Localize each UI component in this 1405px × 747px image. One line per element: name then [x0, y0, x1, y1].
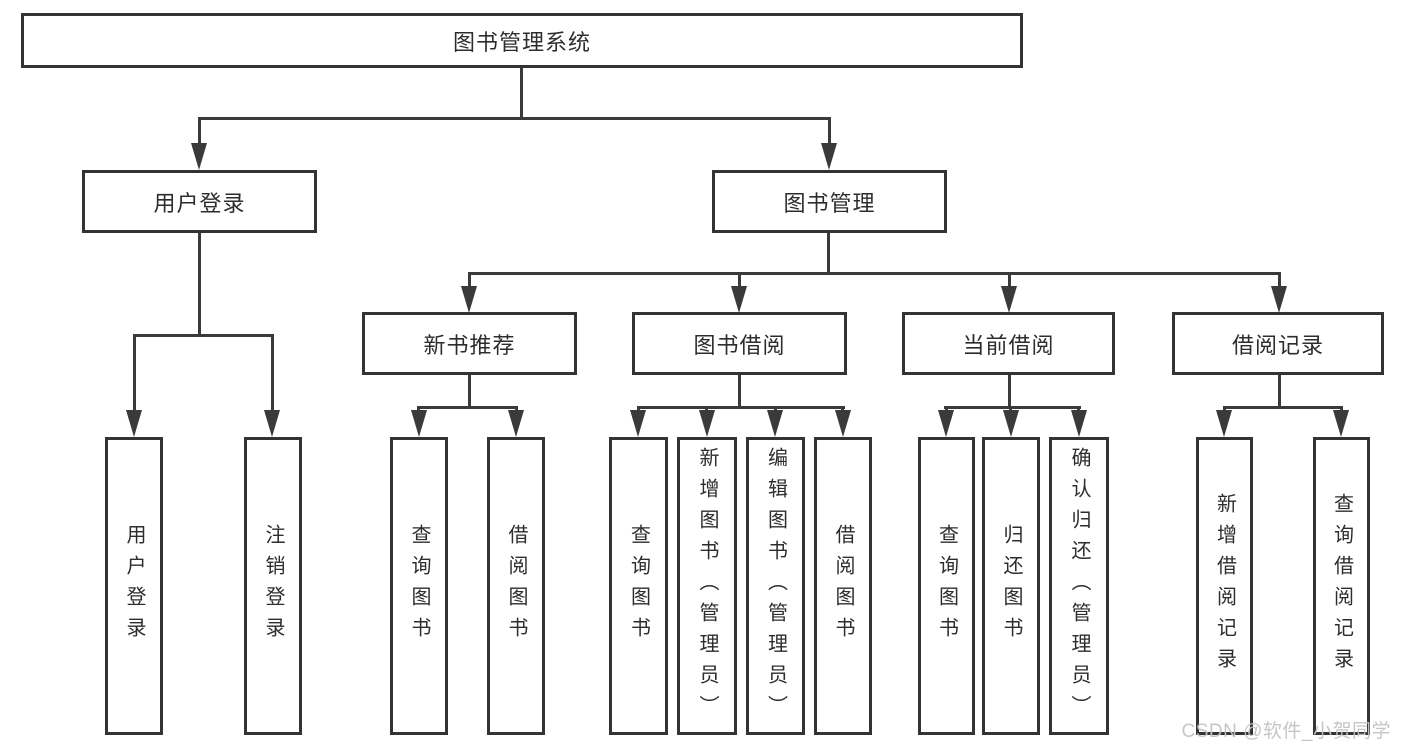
- node-label: 查询图书: [935, 524, 958, 648]
- node-label: 查询图书: [627, 524, 650, 648]
- arrowhead-icon: [508, 410, 524, 437]
- connector-line: [1008, 272, 1011, 290]
- connector-line: [1008, 375, 1011, 408]
- connector-line: [468, 272, 471, 290]
- connector-line: [1278, 272, 1281, 290]
- connector-line: [198, 233, 201, 336]
- connector-line: [828, 117, 831, 147]
- arrowhead-icon: [630, 410, 646, 437]
- node-label: 归还图书: [1000, 524, 1022, 648]
- arrowhead-icon: [411, 410, 427, 437]
- connector-line: [271, 334, 274, 414]
- node-label: 编辑图书（管理员）: [764, 446, 787, 726]
- node-borrowing-records: 借阅记录: [1172, 312, 1384, 375]
- arrowhead-icon: [126, 410, 142, 437]
- arrowhead-icon: [1071, 410, 1087, 437]
- node-confirm-return-admin: 确认归还（管理员）: [1049, 437, 1109, 735]
- connector-line: [468, 272, 1281, 275]
- arrowhead-icon: [461, 286, 477, 313]
- node-label: 借阅记录: [1231, 332, 1324, 358]
- node-label: 用户登录: [123, 524, 145, 648]
- connector-line: [637, 406, 845, 409]
- node-label: 注销登录: [262, 524, 284, 648]
- node-library-management-system: 图书管理系统: [21, 13, 1023, 68]
- arrowhead-icon: [821, 143, 837, 170]
- arrowhead-icon: [767, 410, 783, 437]
- arrowhead-icon: [1001, 286, 1017, 313]
- node-user-login-leaf: 用户登录: [105, 437, 163, 735]
- node-label: 借阅图书: [505, 524, 527, 648]
- connector-line: [1278, 375, 1281, 408]
- connector-line: [198, 117, 831, 120]
- node-label: 图书管理系统: [452, 29, 591, 55]
- arrowhead-icon: [699, 410, 715, 437]
- node-label: 借阅图书: [832, 524, 854, 648]
- node-current-borrowing: 当前借阅: [902, 312, 1115, 375]
- arrowhead-icon: [835, 410, 851, 437]
- arrowhead-icon: [1216, 410, 1232, 437]
- node-label: 当前借阅: [962, 332, 1055, 358]
- connector-line: [827, 233, 830, 274]
- node-query-book-under-current: 查询图书: [918, 437, 975, 735]
- connector-line: [468, 375, 471, 408]
- connector-line: [1223, 406, 1343, 409]
- node-query-borrow-record: 查询借阅记录: [1313, 437, 1370, 735]
- node-borrow-book-under-borrowing: 借阅图书: [814, 437, 872, 735]
- node-add-borrow-record: 新增借阅记录: [1196, 437, 1253, 735]
- arrowhead-icon: [1271, 286, 1287, 313]
- arrowhead-icon: [1003, 410, 1019, 437]
- arrowhead-icon: [1333, 410, 1349, 437]
- node-add-book-admin: 新增图书（管理员）: [677, 437, 737, 735]
- node-label: 用户登录: [153, 190, 246, 216]
- node-logout: 注销登录: [244, 437, 302, 735]
- node-query-book-under-recommend: 查询图书: [390, 437, 448, 735]
- node-label: 查询借阅记录: [1330, 493, 1353, 679]
- csdn-watermark: CSDN @软件_小贺同学: [1181, 721, 1391, 742]
- connector-line: [198, 117, 201, 147]
- node-return-book: 归还图书: [982, 437, 1040, 735]
- connector-line: [133, 334, 136, 414]
- connector-line: [133, 334, 274, 337]
- node-label: 新增图书（管理员）: [696, 446, 718, 726]
- arrowhead-icon: [264, 410, 280, 437]
- node-borrow-book-under-recommend: 借阅图书: [487, 437, 545, 735]
- node-edit-book-admin: 编辑图书（管理员）: [746, 437, 805, 735]
- node-label: 图书借阅: [693, 332, 786, 358]
- connector-line: [417, 406, 518, 409]
- arrowhead-icon: [938, 410, 954, 437]
- node-label: 查询图书: [408, 524, 430, 648]
- connector-line: [520, 68, 523, 120]
- connector-line: [738, 272, 741, 290]
- connector-line: [738, 375, 741, 408]
- node-label: 新增借阅记录: [1213, 493, 1236, 679]
- node-user-login: 用户登录: [82, 170, 317, 233]
- node-label: 确认归还（管理员）: [1068, 446, 1090, 726]
- arrowhead-icon: [731, 286, 747, 313]
- node-book-borrowing: 图书借阅: [632, 312, 847, 375]
- node-new-book-recommend: 新书推荐: [362, 312, 577, 375]
- connector-line: [944, 406, 1081, 409]
- node-label: 新书推荐: [423, 332, 516, 358]
- node-book-management: 图书管理: [712, 170, 947, 233]
- arrowhead-icon: [191, 143, 207, 170]
- node-label: 图书管理: [783, 190, 876, 216]
- node-query-book-under-borrowing: 查询图书: [609, 437, 668, 735]
